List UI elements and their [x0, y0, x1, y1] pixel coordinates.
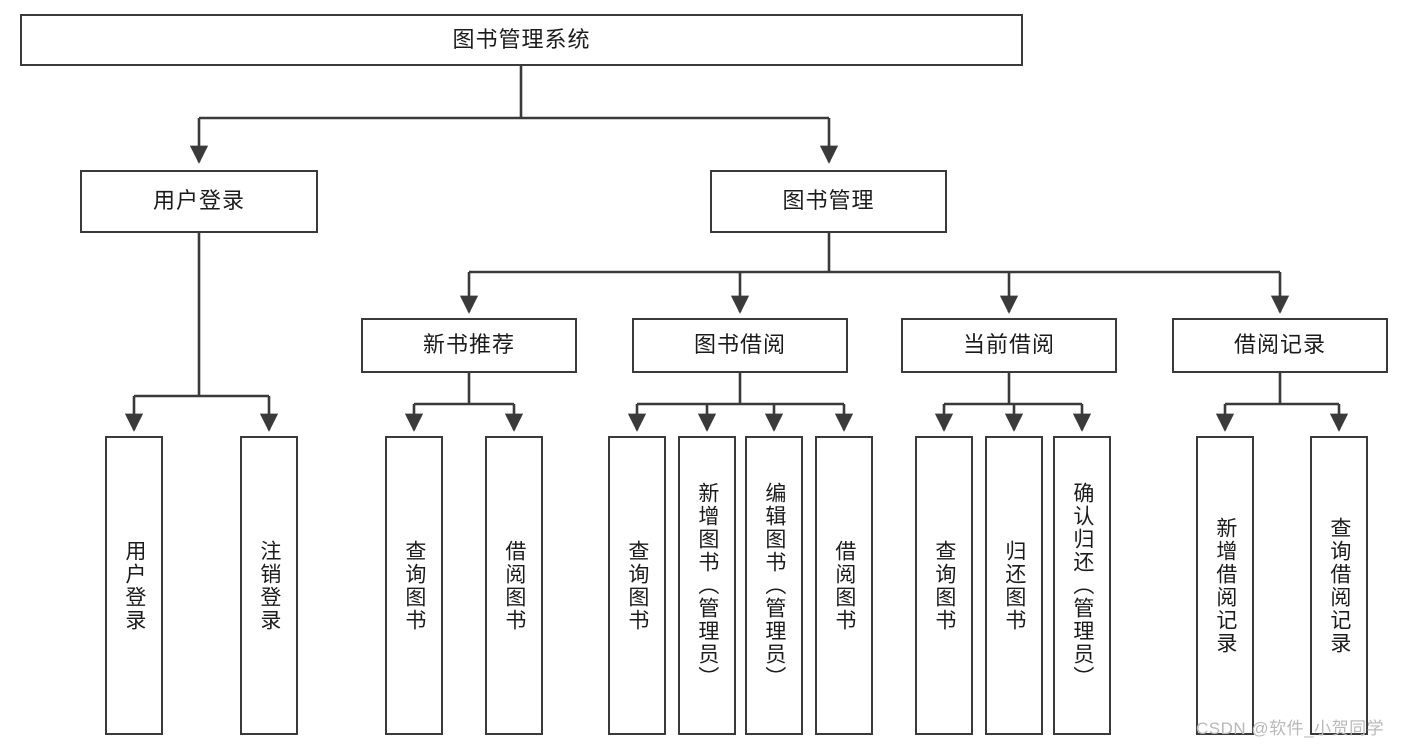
- node-leaf-query-book-rec-label: 查询图书: [402, 539, 426, 632]
- node-leaf-query-borrow-record[interactable]: 查询借阅记录: [1310, 436, 1368, 735]
- node-leaf-confirm-return-label: 确认归还（管理员）: [1070, 482, 1094, 689]
- node-user-login-label: 用户登录: [152, 188, 245, 214]
- node-leaf-query-borrow-record-label: 查询借阅记录: [1327, 516, 1351, 655]
- node-leaf-user-login-label: 用户登录: [122, 539, 146, 632]
- node-borrow-record[interactable]: 借阅记录: [1172, 318, 1388, 373]
- node-leaf-query-book-rec[interactable]: 查询图书: [385, 436, 443, 735]
- node-leaf-borrow-book-rec-label: 借阅图书: [502, 539, 526, 632]
- node-leaf-add-book[interactable]: 新增图书（管理员）: [678, 436, 736, 735]
- node-leaf-edit-book-label: 编辑图书（管理员）: [762, 482, 786, 689]
- node-leaf-user-logout-label: 注销登录: [257, 539, 281, 632]
- node-current-borrow[interactable]: 当前借阅: [901, 318, 1117, 373]
- node-borrow-record-label: 借阅记录: [1233, 332, 1326, 358]
- node-leaf-add-borrow-record-label: 新增借阅记录: [1213, 516, 1237, 655]
- node-leaf-query-book-borrow[interactable]: 查询图书: [608, 436, 666, 735]
- node-leaf-add-borrow-record[interactable]: 新增借阅记录: [1196, 436, 1254, 735]
- node-leaf-confirm-return[interactable]: 确认归还（管理员）: [1053, 436, 1111, 735]
- node-root-label: 图书管理系统: [452, 26, 591, 52]
- node-book-borrow[interactable]: 图书借阅: [632, 318, 848, 373]
- node-leaf-borrow-book-rec[interactable]: 借阅图书: [485, 436, 543, 735]
- node-leaf-user-logout[interactable]: 注销登录: [240, 436, 298, 735]
- node-user-login[interactable]: 用户登录: [80, 170, 318, 233]
- node-leaf-add-book-label: 新增图书（管理员）: [695, 482, 719, 689]
- node-book-manage-label: 图书管理: [782, 188, 875, 214]
- node-leaf-return-book[interactable]: 归还图书: [985, 436, 1043, 735]
- node-leaf-borrow-book[interactable]: 借阅图书: [815, 436, 873, 735]
- node-book-borrow-label: 图书借阅: [693, 332, 786, 358]
- node-new-book-recommend[interactable]: 新书推荐: [361, 318, 577, 373]
- node-leaf-query-book-current-label: 查询图书: [932, 539, 956, 632]
- node-leaf-return-book-label: 归还图书: [1002, 539, 1026, 632]
- watermark: CSDN @软件_小贺同学: [1196, 719, 1385, 738]
- node-leaf-borrow-book-label: 借阅图书: [832, 539, 856, 632]
- node-root[interactable]: 图书管理系统: [20, 14, 1023, 66]
- node-current-borrow-label: 当前借阅: [962, 332, 1055, 358]
- node-leaf-query-book-current[interactable]: 查询图书: [915, 436, 973, 735]
- node-leaf-user-login[interactable]: 用户登录: [105, 436, 163, 735]
- node-leaf-edit-book[interactable]: 编辑图书（管理员）: [745, 436, 803, 735]
- node-book-manage[interactable]: 图书管理: [710, 170, 947, 233]
- node-leaf-query-book-borrow-label: 查询图书: [625, 539, 649, 632]
- node-new-book-recommend-label: 新书推荐: [422, 332, 515, 358]
